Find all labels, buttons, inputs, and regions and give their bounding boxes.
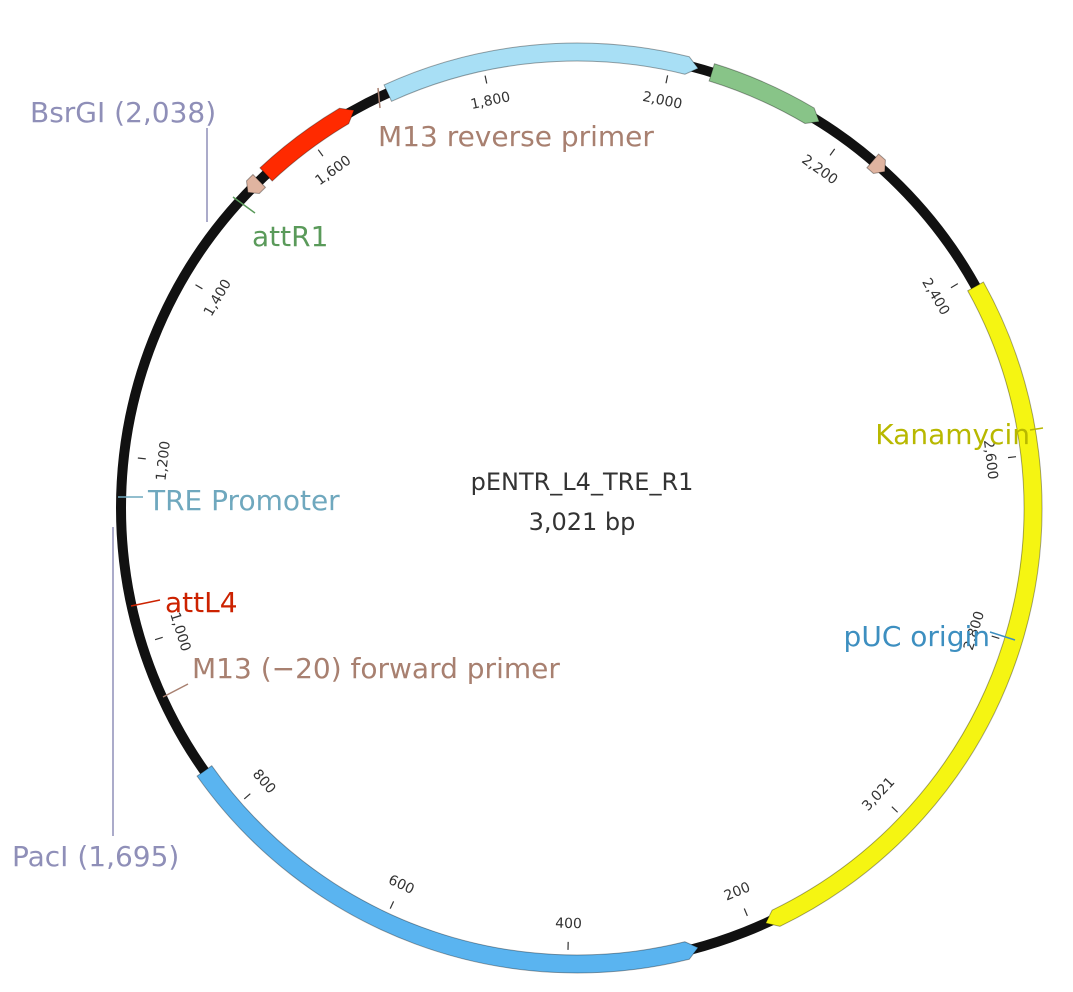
tick-mark: [1007, 456, 1017, 459]
tick-label: 2,600: [980, 439, 1001, 481]
tick-label: 1,800: [469, 89, 512, 113]
tick-mark: [991, 635, 1000, 640]
tick-mark: [317, 149, 324, 157]
tre-promoter-label: TRE Promoter: [147, 484, 340, 517]
tick-mark: [484, 75, 488, 84]
m13-fwd-feature: [246, 173, 267, 195]
tick-mark: [243, 793, 251, 800]
m13-rev-feature: [866, 153, 886, 174]
paci-site-label: PacI (1,695): [12, 840, 179, 873]
plasmid-name: pENTR_L4_TRE_R1: [471, 468, 694, 496]
attl4-leader: [130, 599, 161, 607]
puc-origin-leader: [989, 631, 1016, 641]
m13-rev-leader: [377, 87, 381, 109]
feature-labels: Kanamycin pUC origin TRE Promoter attR1 attL…: [118, 87, 1044, 698]
m13-fwd-leader: [162, 683, 189, 698]
tick-mark: [195, 284, 203, 290]
tick-label: 1,200: [153, 440, 173, 482]
tick-mark: [389, 901, 395, 909]
attr1-leader: [232, 196, 256, 214]
tick-label: 2,200: [799, 152, 841, 188]
tick-mark: [743, 908, 748, 917]
attl4-label: attL4: [165, 586, 238, 619]
tick-mark: [154, 636, 163, 641]
kanamycin-label: Kanamycin: [875, 418, 1030, 451]
feature-arcs: [196, 42, 1043, 974]
attr1-label: attR1: [252, 220, 328, 253]
tick-label: 800: [249, 767, 279, 798]
tick-mark: [665, 75, 669, 84]
tick-label: 2,400: [918, 276, 952, 319]
tick-label: 200: [722, 879, 753, 904]
restriction-sites: BsrGI (2,038) PacI (1,695): [12, 96, 216, 873]
attl4-feature: [259, 107, 355, 182]
bsrgi-site-label: BsrGI (2,038): [30, 96, 216, 129]
m13-rev-label: M13 reverse primer: [378, 120, 654, 153]
tick-mark: [137, 457, 146, 460]
tick-label: 3,021: [859, 774, 898, 814]
m13-fwd-label: M13 (−20) forward primer: [192, 652, 560, 685]
tre-promoter-feature: [383, 42, 699, 102]
tick-label: 600: [386, 872, 417, 898]
tick-mark: [829, 148, 836, 156]
tick-label: 400: [555, 916, 582, 933]
kanamycin-feature: [765, 281, 1043, 927]
tick-mark: [950, 283, 959, 289]
puc-origin-feature: [196, 765, 699, 974]
tick-mark: [891, 806, 899, 813]
tick-label: 1,600: [313, 153, 355, 189]
tick-label: 2,000: [641, 89, 684, 113]
puc-origin-label: pUC origin: [844, 620, 990, 653]
plasmid-size: 3,021 bp: [529, 508, 636, 536]
kanamycin-leader: [1029, 427, 1044, 431]
attr1-feature: [708, 63, 820, 125]
tick-label: 1,400: [201, 277, 235, 320]
